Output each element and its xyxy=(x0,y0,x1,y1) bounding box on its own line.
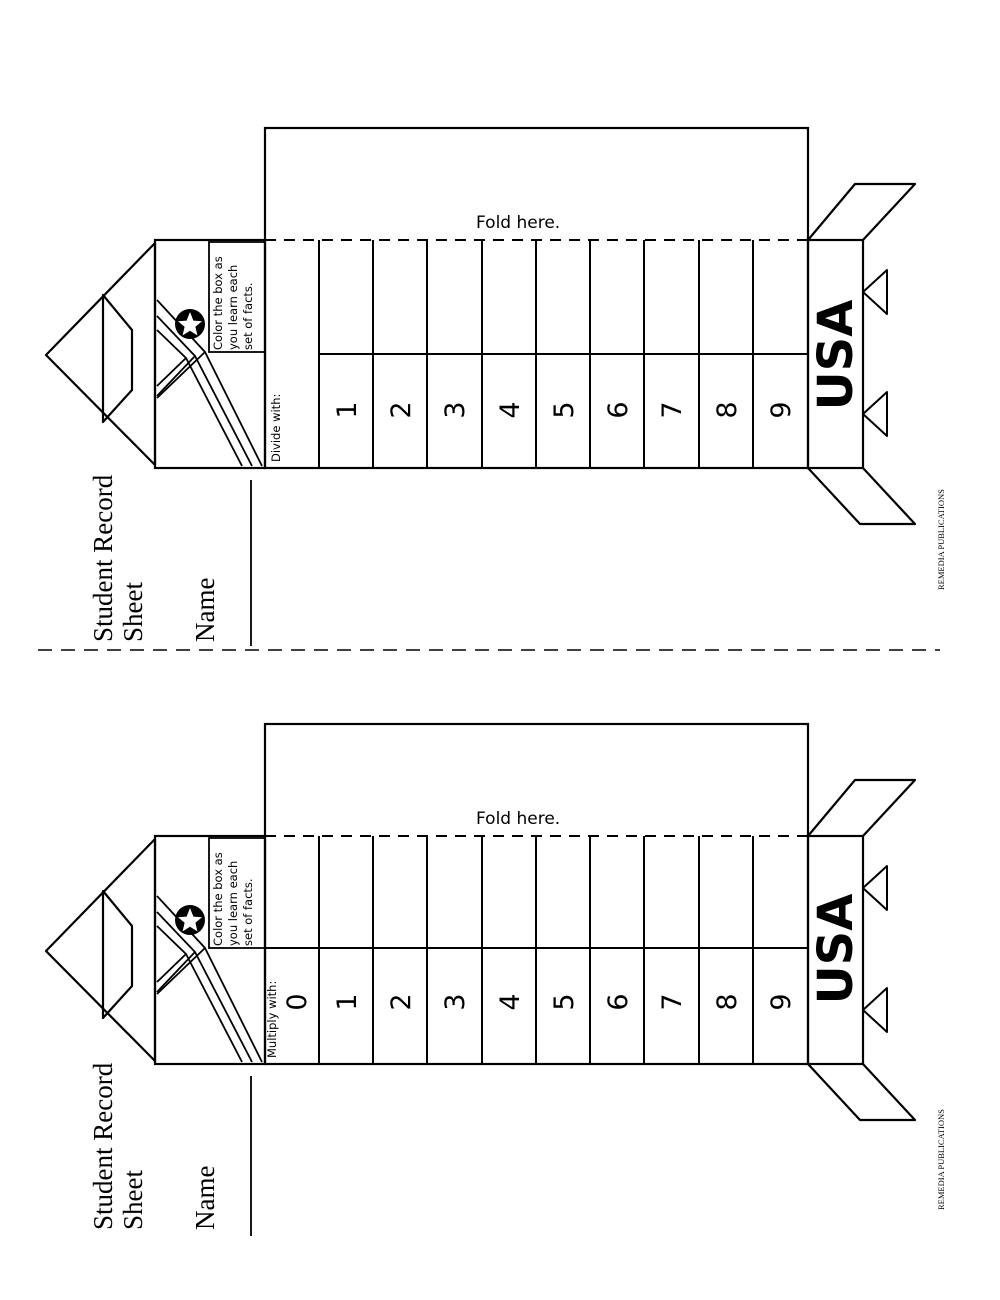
fact-number-cell[interactable]: 7 xyxy=(657,401,688,418)
fact-numbers: 0 1 2 3 4 5 6 7 8 9 xyxy=(282,993,797,1010)
fact-number-cell[interactable]: 4 xyxy=(495,401,526,418)
sheet-title-line1: Student Record xyxy=(88,1062,118,1230)
fact-number-cell[interactable]: 9 xyxy=(766,993,797,1010)
instruction-box xyxy=(208,241,266,353)
rocket-nose-cone xyxy=(44,837,157,1063)
fact-number-cell[interactable]: 2 xyxy=(386,993,417,1010)
fact-number-cell[interactable]: 3 xyxy=(440,401,471,418)
name-label: Name xyxy=(190,1166,220,1230)
fact-number-cell[interactable]: 9 xyxy=(766,401,797,418)
usa-badge: USA xyxy=(808,300,864,411)
rocket-fins xyxy=(807,778,917,1122)
instruction-line3: set of facts. xyxy=(241,878,255,946)
fact-table-grid xyxy=(265,836,808,1064)
fact-numbers: 1 2 3 4 5 6 7 8 9 xyxy=(332,401,797,418)
instruction-line1: Color the box as xyxy=(211,852,225,946)
fold-label: Fold here. xyxy=(476,809,560,829)
fact-number-cell[interactable]: 2 xyxy=(386,401,417,418)
chevron-stripes xyxy=(156,895,263,1063)
star-icon xyxy=(175,309,205,339)
fold-label: Fold here. xyxy=(476,213,560,233)
publisher-credit: REMEDIA PUBLICATIONS xyxy=(936,489,946,590)
fact-number-cell[interactable]: 8 xyxy=(712,993,743,1010)
fact-number-cell[interactable]: 3 xyxy=(440,993,471,1010)
fact-number-cell[interactable]: 0 xyxy=(282,993,313,1010)
sheet-title-line1: Student Record xyxy=(88,474,118,642)
usa-badge: USA xyxy=(808,894,864,1005)
fact-number-cell[interactable]: 7 xyxy=(657,993,688,1010)
fact-number-cell[interactable]: 5 xyxy=(549,993,580,1010)
fact-number-cell[interactable]: 6 xyxy=(603,993,634,1010)
rocket-thrusters xyxy=(862,865,888,1033)
sheet-title-line2: Sheet xyxy=(118,1170,148,1230)
sheet-title-line2: Sheet xyxy=(118,582,148,642)
star-icon xyxy=(175,905,205,935)
rocket-body xyxy=(153,722,865,1066)
instruction-line2: you learn each xyxy=(226,265,240,350)
fact-table-grid xyxy=(318,240,808,468)
rocket-nose-cone xyxy=(44,241,157,467)
multiply-record-sheet: Student Record Sheet Name xyxy=(44,722,946,1236)
instruction-box xyxy=(208,837,266,949)
fact-number-cell[interactable]: 4 xyxy=(495,993,526,1010)
name-label: Name xyxy=(190,578,220,642)
fact-number-cell[interactable]: 8 xyxy=(712,401,743,418)
divide-record-sheet: Student Record Sheet Name Color the box … xyxy=(44,126,946,646)
table-header: Multiply with: xyxy=(265,981,279,1058)
instruction-line1: Color the box as xyxy=(211,256,225,350)
fact-number-cell[interactable]: 6 xyxy=(603,401,634,418)
table-header: Divide with: xyxy=(269,394,283,462)
instruction-line2: you learn each xyxy=(226,861,240,946)
rocket-fins xyxy=(807,182,917,526)
fact-number-cell[interactable]: 5 xyxy=(549,401,580,418)
fact-number-cell[interactable]: 1 xyxy=(332,401,363,418)
chevron-stripes xyxy=(156,299,263,467)
instruction-line3: set of facts. xyxy=(241,282,255,350)
publisher-credit: REMEDIA PUBLICATIONS xyxy=(936,1109,946,1210)
rocket-thrusters xyxy=(862,269,888,437)
fact-number-cell[interactable]: 1 xyxy=(332,993,363,1010)
